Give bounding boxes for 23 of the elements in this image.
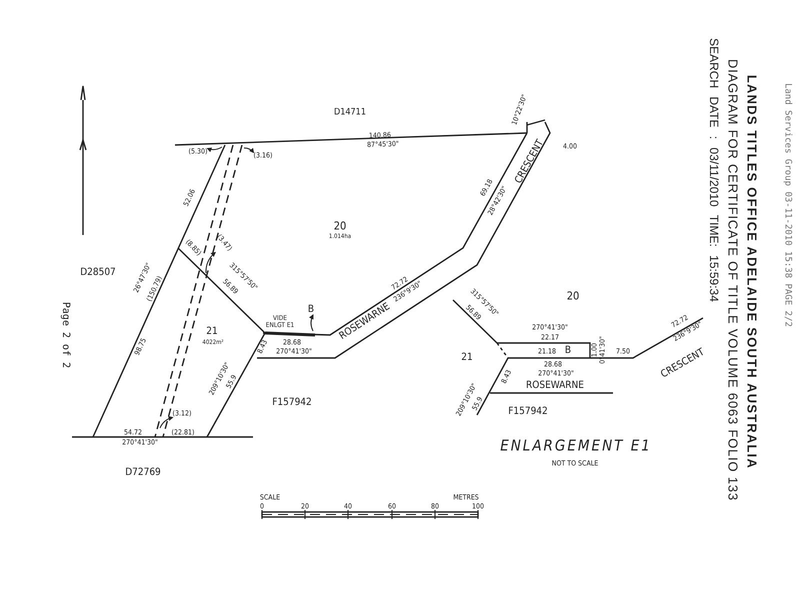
leader-line (160, 416, 174, 428)
search-date-line: SEARCH DATE : 03/11/2010 TIME: 15:59:34 (708, 38, 720, 302)
plan-reference: F157942 (508, 407, 548, 417)
parcel-number: 20 (334, 220, 346, 232)
plan-subheading: DIAGRAM FOR CERTIFICATE OF TITLE VOLUME 6063 FOLIO 133 (726, 59, 740, 501)
street-name: ROSEWARNE (526, 381, 584, 391)
parcel-number: 21 (461, 353, 473, 363)
leader-line (205, 252, 216, 274)
parcel-number: 20 (566, 290, 580, 302)
fax-header: Land Services Group 03-11-2010 15:38 PAGE 2/2 (782, 83, 792, 327)
plan-reference: D72769 (125, 468, 161, 478)
enlargement-heading: ENLARGEMENT E1 (500, 438, 652, 454)
leader-line (244, 148, 254, 154)
plan-reference: F157942 (272, 398, 312, 408)
plan-reference: D14711 (334, 108, 366, 118)
parcel-number: 21 (206, 327, 218, 337)
easement-letter: B (308, 305, 314, 315)
leader-line (309, 314, 314, 332)
plan-heading: LANDS TITLES OFFICE ADELAIDE SOUTH AUSTRALIA (746, 74, 758, 470)
leader-line (206, 146, 222, 152)
easement-letter: B (564, 346, 572, 356)
plan-reference: D28507 (80, 268, 116, 278)
page-number: Page 2 of 2 (60, 302, 70, 368)
